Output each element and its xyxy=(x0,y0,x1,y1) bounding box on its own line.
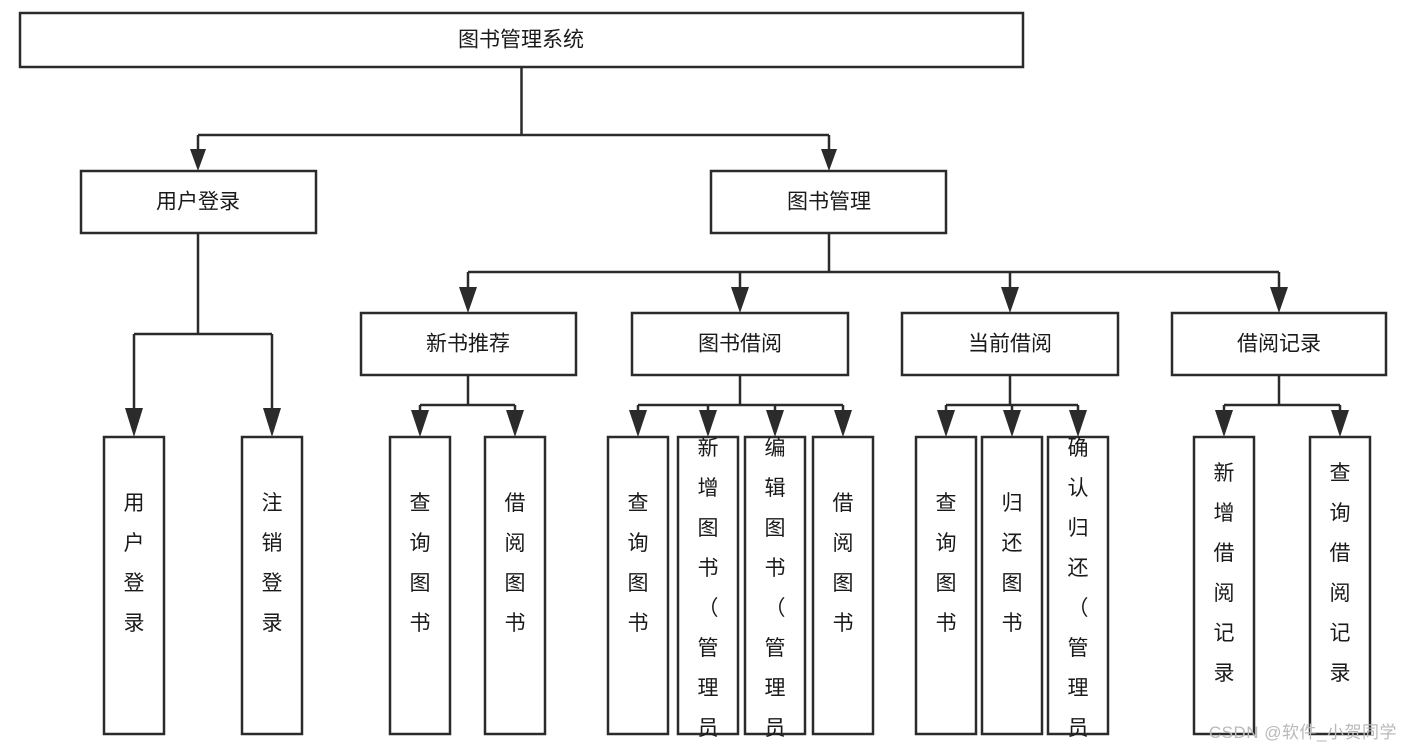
arrow-head-book-borrow xyxy=(731,287,749,313)
leaf-node-user-login[interactable]: 用户登录 xyxy=(102,435,166,736)
node-borrow-record-label: 借阅记录 xyxy=(1237,333,1321,356)
leaf-borrowrecord-add-label: 新增借阅记录 xyxy=(1214,462,1235,685)
leaf-user-login-box[interactable] xyxy=(102,435,166,736)
leaf-node-logout[interactable]: 注销登录 xyxy=(240,435,304,736)
leaf-node-bookborrow-edit[interactable]: 编辑图书（管理员） xyxy=(743,435,807,747)
leaf-bookborrow-query-box[interactable] xyxy=(606,435,670,736)
node-user-login-box[interactable] xyxy=(79,169,318,235)
node-current-borrow[interactable]: 当前借阅 xyxy=(900,311,1120,377)
leaf-currentborrow-confirm-box[interactable] xyxy=(1046,435,1110,736)
node-new-book-recommend-label: 新书推荐 xyxy=(426,333,510,356)
leaf-node-currentborrow-confirm[interactable]: 确认归还（管理员） xyxy=(1046,435,1110,747)
leaf-bookborrow-add-box[interactable] xyxy=(676,435,740,736)
node-user-login[interactable]: 用户登录 xyxy=(79,169,318,235)
node-user-login-label: 用户登录 xyxy=(156,191,240,214)
arrow-head-borrowrecord-leaf-1 xyxy=(1215,410,1233,437)
leaf-newbook-borrow-label: 借阅图书 xyxy=(505,492,526,635)
node-book-borrow-label: 图书借阅 xyxy=(698,333,782,356)
arrow-head-newbook-leaf-2 xyxy=(506,410,524,437)
arrow-head-borrowrecord-leaf-2 xyxy=(1331,410,1349,437)
leaf-newbook-query-label: 查询图书 xyxy=(410,492,431,635)
arrow-head-currentborrow-leaf-3 xyxy=(1069,410,1087,437)
leaf-currentborrow-query-label: 查询图书 xyxy=(936,492,957,635)
arrow-head-bookborrow-leaf-3 xyxy=(766,410,784,437)
arrow-head-leaf-logout xyxy=(263,408,281,437)
arrow-head-new-book xyxy=(459,287,477,313)
leaf-borrowrecord-query-label: 查询借阅记录 xyxy=(1330,462,1351,685)
arrow-head-newbook-leaf-1 xyxy=(411,410,429,437)
connector-layer xyxy=(125,67,1349,437)
arrow-head-current-borrow xyxy=(1001,287,1019,313)
arrow-head-user-login xyxy=(190,149,206,171)
node-book-management-label: 图书管理 xyxy=(787,191,871,214)
node-book-borrow-box[interactable] xyxy=(630,311,850,377)
leaf-node-bookborrow-add[interactable]: 新增图书（管理员） xyxy=(676,435,740,747)
node-root-system[interactable]: 图书管理系统 xyxy=(18,11,1025,69)
leaf-newbook-borrow-box[interactable] xyxy=(483,435,547,736)
leaf-currentborrow-return-label: 归还图书 xyxy=(1002,492,1023,635)
leaf-node-currentborrow-query[interactable]: 查询图书 xyxy=(914,435,978,736)
node-book-management[interactable]: 图书管理 xyxy=(709,169,948,235)
leaf-bookborrow-query-label: 查询图书 xyxy=(628,492,649,635)
arrow-head-bookborrow-leaf-2 xyxy=(699,410,717,437)
leaf-node-newbook-query[interactable]: 查询图书 xyxy=(388,435,452,736)
leaf-logout-box[interactable] xyxy=(240,435,304,736)
node-root-label: 图书管理系统 xyxy=(458,29,584,52)
node-book-management-box[interactable] xyxy=(709,169,948,235)
leaf-bookborrow-add-label: 新增图书（管理员） xyxy=(698,437,719,747)
arrow-head-currentborrow-leaf-2 xyxy=(1003,410,1021,437)
arrow-head-bookborrow-leaf-1 xyxy=(629,410,647,437)
leaf-node-borrowrecord-query[interactable]: 查询借阅记录 xyxy=(1308,435,1372,736)
node-new-book-recommend[interactable]: 新书推荐 xyxy=(359,311,578,377)
leaf-bookborrow-borrow-box[interactable] xyxy=(811,435,875,736)
node-borrow-record[interactable]: 借阅记录 xyxy=(1170,311,1388,377)
leaf-user-login-label: 用户登录 xyxy=(124,492,145,635)
leaf-bookborrow-edit-label: 编辑图书（管理员） xyxy=(765,437,786,747)
leaf-node-bookborrow-borrow[interactable]: 借阅图书 xyxy=(811,435,875,736)
node-current-borrow-label: 当前借阅 xyxy=(968,333,1052,356)
node-new-book-recommend-box[interactable] xyxy=(359,311,578,377)
node-root-box[interactable] xyxy=(18,11,1025,69)
arrow-head-bookborrow-leaf-4 xyxy=(834,410,852,437)
arrow-head-borrow-record xyxy=(1270,287,1288,313)
arrow-head-leaf-user-login xyxy=(125,408,143,437)
leaf-bookborrow-edit-box[interactable] xyxy=(743,435,807,736)
arrow-head-book-mgmt xyxy=(821,149,837,171)
leaf-currentborrow-query-box[interactable] xyxy=(914,435,978,736)
arrow-head-currentborrow-leaf-1 xyxy=(937,410,955,437)
leaf-node-currentborrow-return[interactable]: 归还图书 xyxy=(980,435,1044,736)
leaf-newbook-query-box[interactable] xyxy=(388,435,452,736)
leaf-node-newbook-borrow[interactable]: 借阅图书 xyxy=(483,435,547,736)
leaf-node-borrowrecord-add[interactable]: 新增借阅记录 xyxy=(1192,435,1256,736)
leaf-currentborrow-confirm-label: 确认归还（管理员） xyxy=(1068,437,1089,747)
node-book-borrow[interactable]: 图书借阅 xyxy=(630,311,850,377)
leaf-logout-label: 注销登录 xyxy=(262,492,283,635)
node-current-borrow-box[interactable] xyxy=(900,311,1120,377)
leaf-bookborrow-borrow-label: 借阅图书 xyxy=(833,492,854,635)
leaf-currentborrow-return-box[interactable] xyxy=(980,435,1044,736)
leaf-node-bookborrow-query[interactable]: 查询图书 xyxy=(606,435,670,736)
node-borrow-record-box[interactable] xyxy=(1170,311,1388,377)
leaf-borrowrecord-query-box[interactable] xyxy=(1308,435,1372,736)
leaf-borrowrecord-add-box[interactable] xyxy=(1192,435,1256,736)
